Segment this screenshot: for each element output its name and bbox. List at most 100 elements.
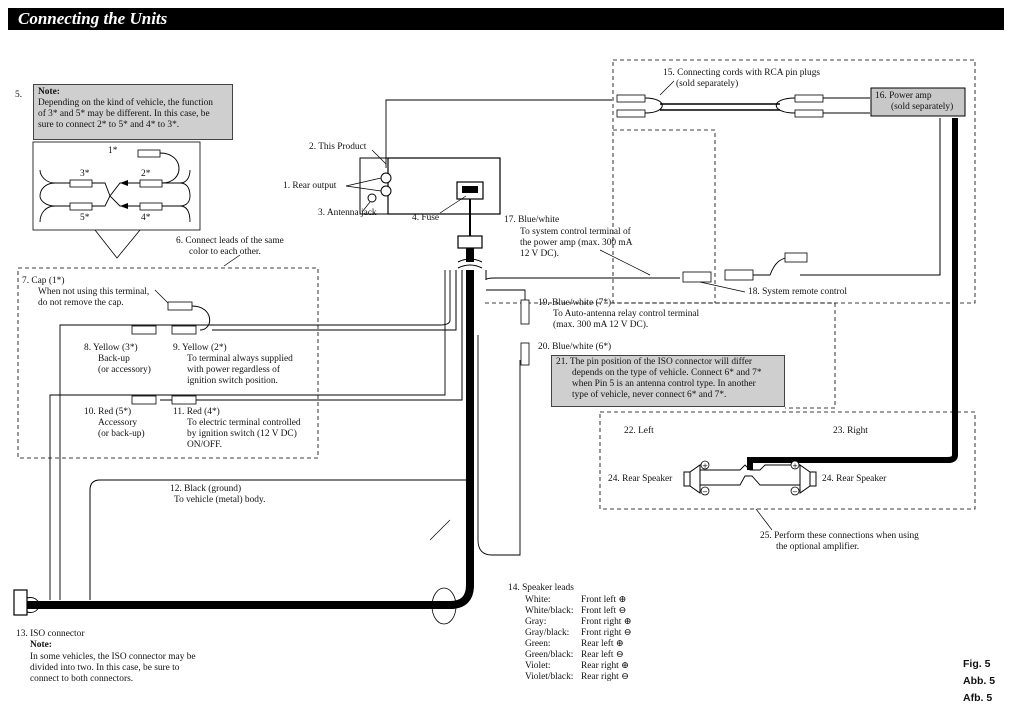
inset-label-1: 1* [108, 146, 118, 156]
rear-speakers: + − + − [683, 460, 817, 496]
lead-connectors [131, 301, 210, 405]
label-17-line-4: 12 V DC). [520, 249, 559, 259]
label-13-line-3: In some vehicles, the ISO connector may … [30, 652, 196, 662]
label-21-line-3: when Pin 5 is an antenna control type. I… [572, 379, 756, 389]
label-9-line-2: To terminal always supplied [187, 354, 293, 364]
label-6-line-2: color to each other. [189, 247, 261, 257]
label-6-line-1: 6. Connect leads of the same [176, 236, 284, 246]
speaker-lead-dest: Rear left ⊖ [581, 650, 624, 660]
label-19-line-3: (max. 300 mA 12 V DC). [553, 320, 649, 330]
iso-note-region [485, 302, 836, 409]
label-25-line-2: the optional amplifier. [776, 542, 860, 552]
speaker-region [599, 411, 976, 510]
label-22-left: 22. Left [624, 426, 654, 436]
label-12-line-2: To vehicle (metal) body. [174, 495, 266, 505]
label-11-line-1: 11. Red (4*) [173, 407, 220, 417]
label-8-line-2: Back-up [98, 354, 130, 364]
label-21-line-4: type of vehicle, never connect 6* and 7*… [572, 390, 727, 400]
head-unit [352, 157, 502, 219]
label-19-line-2: To Auto-antenna relay control terminal [553, 309, 700, 319]
label-13-line-1: 13. ISO connector [16, 629, 85, 639]
label-24-right: 24. Rear Speaker [822, 474, 887, 484]
inset-connector-1 [137, 149, 161, 158]
note5-line-2: of 3* and 5* may be different. In this c… [38, 109, 210, 119]
inset-label-2: 2* [141, 169, 151, 179]
page-header: Connecting the Units [8, 8, 1004, 30]
dashed-regions [17, 59, 976, 510]
label-9-line-3: with power regardless of [187, 365, 280, 375]
lead-group-region [17, 267, 319, 459]
rear-output-jack-top [380, 172, 392, 184]
label-14: 14. Speaker leads [508, 583, 574, 593]
label-9-line-4: ignition switch position. [187, 376, 278, 386]
amp-speaker-cable [747, 118, 958, 470]
page-title: Connecting the Units [18, 9, 168, 28]
label-this-product: 2. This Product [309, 142, 367, 152]
inset-connector-2 [139, 179, 163, 188]
inset-connector-5 [69, 202, 93, 211]
note5-title: Note: [38, 87, 60, 97]
label-11-line-2: To electric terminal controlled [187, 418, 301, 428]
label-7-line-3: do not remove the cap. [38, 298, 124, 308]
label-18: 18. System remote control [748, 287, 847, 297]
main-harness [13, 199, 680, 625]
iso-connector [13, 589, 28, 616]
label-17-line-1: 17. Blue/white [504, 215, 560, 225]
speaker-lead-color: Violet: [525, 661, 551, 671]
inset-label-4: 4* [141, 213, 151, 223]
amp-remote-wire [800, 118, 941, 276]
rca-cables [385, 80, 870, 168]
speaker-lead-dest: Rear left ⊕ [581, 639, 624, 649]
label-5: 5. [15, 90, 23, 100]
figure-caption-nl: Afb. 5 [963, 692, 993, 704]
speaker-lead-color: White: [525, 595, 551, 605]
speaker-lead-dest: Rear right ⊖ [581, 672, 629, 682]
inset-connectors [39, 149, 191, 223]
inset-connector-3 [69, 179, 93, 188]
speaker-lead-dest: Front left ⊕ [581, 595, 627, 605]
blue-white-connectors [520, 249, 808, 366]
label-15-line-1: 15. Connecting cords with RCA pin plugs [663, 68, 821, 78]
note5-line-3: sure to connect 2* to 5* and 4* to 3*. [38, 120, 180, 130]
figure-caption-en: Fig. 5 [963, 658, 991, 670]
label-21-line-1: 21. The pin position of the ISO connecto… [556, 357, 752, 367]
power-amp-box [870, 87, 966, 117]
speaker-lead-color: Violet/black: [525, 672, 574, 682]
speaker-lead-dest: Front left ⊖ [581, 606, 627, 616]
label-16-line-1: 16. Power amp [875, 91, 932, 101]
speaker-lead-color: White/black: [525, 606, 574, 616]
label-antenna-jack: 3. Antenna jack [318, 208, 377, 218]
label-8-line-3: (or accessory) [98, 365, 151, 375]
amp-region-inner-edge [613, 129, 716, 303]
note5-callout [32, 141, 201, 259]
leader-lines [154, 149, 467, 541]
label-10-line-3: (or back-up) [98, 429, 145, 439]
svg-text:+: + [792, 462, 798, 470]
speaker-lead-color: Gray/black: [525, 628, 570, 638]
speaker-lead-dest: Front right ⊖ [581, 628, 632, 638]
label-12-line-1: 12. Black (ground) [170, 484, 242, 494]
speaker-lead-dest: Front right ⊕ [581, 617, 632, 627]
iso-pin-note-box [551, 355, 785, 407]
svg-text:+: + [702, 462, 708, 470]
figure-caption-de: Abb. 5 [963, 675, 996, 687]
speaker-lead-color: Green: [525, 639, 551, 649]
label-8-line-1: 8. Yellow (3*) [84, 343, 138, 353]
label-fuse: 4. Fuse [412, 213, 440, 223]
label-19-line-1: 19. Blue/white (7*) [538, 298, 612, 308]
label-13-line-5: connect to both connectors. [30, 674, 134, 684]
label-17-line-2: To system control terminal of [520, 227, 631, 237]
svg-text:−: − [702, 488, 708, 496]
label-13-note: Note: [30, 640, 52, 650]
inset-connector-4 [139, 202, 163, 211]
label-25-line-1: 25. Perform these connections when using [760, 531, 919, 541]
note5-box [33, 84, 233, 140]
speaker-lead-color: Gray: [525, 617, 547, 627]
label-15-line-2: (sold separately) [676, 79, 739, 89]
antenna-jack [367, 193, 377, 203]
inset-label-3: 3* [80, 169, 90, 179]
label-9-line-1: 9. Yellow (2*) [173, 343, 227, 353]
rear-output-jack-bottom [380, 185, 392, 197]
label-20: 20. Blue/white (6*) [538, 342, 612, 352]
